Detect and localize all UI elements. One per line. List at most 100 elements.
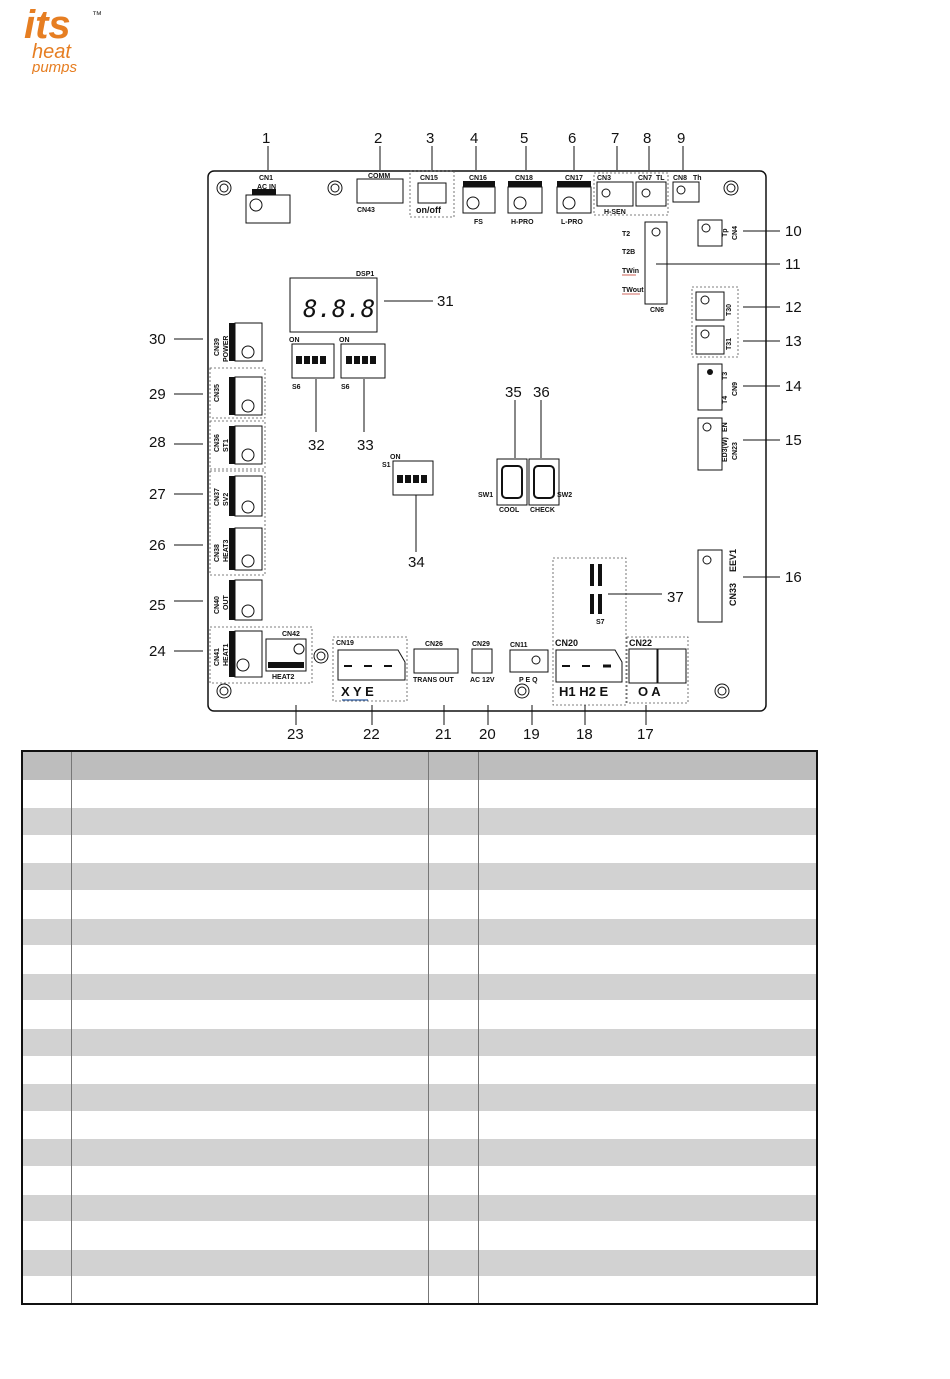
its-logo: its ™ heat pumps bbox=[22, 2, 122, 76]
dip-switch-s6a: ON S6 bbox=[289, 337, 335, 391]
legend-row bbox=[23, 1248, 816, 1277]
svg-text:on/off: on/off bbox=[416, 205, 442, 215]
legend-row bbox=[23, 1166, 816, 1194]
dip-switch-s1: S1 ON bbox=[382, 454, 434, 496]
callout-27: 27 bbox=[149, 486, 166, 503]
legend-row-divider bbox=[23, 1138, 816, 1140]
callout-10: 10 bbox=[785, 223, 802, 240]
callout-37: 37 bbox=[667, 589, 684, 606]
callout-34: 34 bbox=[408, 554, 425, 571]
legend-row bbox=[23, 807, 816, 835]
svg-text:CN18: CN18 bbox=[515, 175, 533, 182]
connector-cn38: CN38 HEAT3 bbox=[214, 527, 263, 571]
callout-12: 12 bbox=[785, 299, 802, 316]
svg-text:H-PRO: H-PRO bbox=[511, 219, 534, 226]
connector-cn19: CN19 X Y E bbox=[332, 636, 408, 702]
svg-text:P E Q: P E Q bbox=[519, 677, 538, 684]
svg-text:CN22: CN22 bbox=[629, 638, 652, 648]
svg-text:CN38: CN38 bbox=[214, 544, 221, 562]
group-cn41-cn42 bbox=[209, 626, 313, 684]
svg-text:ON: ON bbox=[289, 337, 300, 344]
pcb-diagram: .lbl { font-family:"Liberation Sans", sa… bbox=[149, 130, 802, 743]
legend-row-divider bbox=[23, 917, 816, 919]
callout-5: 5 bbox=[520, 130, 528, 147]
svg-text:COMM: COMM bbox=[368, 173, 390, 180]
legend-row bbox=[23, 890, 816, 918]
connector-cn11: CN11 P E Q bbox=[509, 642, 549, 684]
connector-cn43: COMM CN43 bbox=[356, 173, 404, 214]
svg-text:8.8.8: 8.8.8 bbox=[303, 295, 375, 323]
callout-22: 22 bbox=[363, 726, 380, 743]
svg-text:CN7: CN7 bbox=[638, 175, 652, 182]
connector-cn16: CN16 FS bbox=[462, 175, 496, 226]
callout-19: 19 bbox=[523, 726, 540, 743]
connector-cn29: CN29 AC 12V bbox=[470, 641, 495, 684]
svg-text:ON: ON bbox=[339, 337, 350, 344]
callout-4: 4 bbox=[470, 130, 478, 147]
legend-row-divider bbox=[23, 1055, 816, 1057]
legend-row bbox=[23, 834, 816, 863]
callout-14: 14 bbox=[785, 378, 802, 395]
svg-text:H-SEN: H-SEN bbox=[604, 209, 626, 216]
display-dsp1: DSP1 8.8.8 bbox=[289, 271, 378, 333]
mounting-holes bbox=[216, 180, 739, 699]
legend-row-divider bbox=[23, 862, 816, 864]
svg-text:S6: S6 bbox=[292, 384, 301, 391]
callout-3: 3 bbox=[426, 130, 434, 147]
svg-text:L-PRO: L-PRO bbox=[561, 219, 583, 226]
connector-cn20: CN20 H1 H2 E bbox=[555, 638, 623, 699]
logo-tm: ™ bbox=[92, 10, 102, 21]
legend-row bbox=[23, 972, 816, 1001]
legend-table bbox=[21, 750, 818, 1305]
svg-text:CN17: CN17 bbox=[565, 175, 583, 182]
connector-cn33: CN33 EEV1 bbox=[697, 549, 738, 623]
logo-graphic: its ™ heat pumps bbox=[24, 3, 102, 76]
legend-header-row bbox=[23, 752, 816, 780]
svg-text:TL: TL bbox=[656, 175, 665, 182]
connector-cn42: CN42 HEAT2 bbox=[265, 631, 307, 681]
connector-cn8: CN8 Th bbox=[672, 175, 702, 203]
callout-33: 33 bbox=[357, 437, 374, 454]
svg-text:CN37: CN37 bbox=[214, 488, 221, 506]
svg-text:SW1: SW1 bbox=[478, 492, 493, 499]
legend-row-divider bbox=[23, 1276, 816, 1278]
legend-row-divider bbox=[23, 1028, 816, 1029]
connector-cn17: CN17 L-PRO bbox=[556, 175, 592, 226]
callout-18: 18 bbox=[576, 726, 593, 743]
svg-text:HEAT2: HEAT2 bbox=[272, 674, 295, 681]
callout-16: 16 bbox=[785, 569, 802, 586]
callout-23: 23 bbox=[287, 726, 304, 743]
callout-32: 32 bbox=[308, 437, 325, 454]
svg-text:HEAT3: HEAT3 bbox=[223, 539, 230, 562]
connector-cn9: T3 T4 CN9 bbox=[697, 363, 739, 411]
callout-30: 30 bbox=[149, 331, 166, 348]
svg-text:EEV1: EEV1 bbox=[728, 549, 738, 572]
svg-text:CN19: CN19 bbox=[336, 640, 354, 647]
legend-column-divider bbox=[478, 752, 479, 1303]
button-sw1: SW1 COOL bbox=[478, 458, 528, 514]
callout-11: 11 bbox=[785, 256, 801, 273]
callout-7: 7 bbox=[611, 130, 619, 147]
svg-text:H1 H2 E: H1 H2 E bbox=[559, 684, 608, 699]
legend-row bbox=[23, 917, 816, 946]
callout-8: 8 bbox=[643, 130, 651, 147]
svg-text:S6: S6 bbox=[341, 384, 350, 391]
callout-24: 24 bbox=[149, 643, 166, 660]
legend-row-divider bbox=[23, 1000, 816, 1002]
connector-cn15: CN15 on/off bbox=[409, 170, 455, 218]
callout-36: 36 bbox=[533, 384, 550, 401]
svg-text:CN43: CN43 bbox=[357, 207, 375, 214]
connector-cn35: CN35 bbox=[214, 376, 263, 416]
connector-h-sen: CN3 CN7 TL H-SEN bbox=[593, 172, 669, 216]
dip-switch-s6b: ON S6 bbox=[339, 337, 386, 391]
connector-cn18: CN18 H-PRO bbox=[507, 175, 543, 226]
legend-row-divider bbox=[23, 1166, 816, 1167]
svg-text:T2B: T2B bbox=[622, 249, 635, 256]
legend-row bbox=[23, 779, 816, 808]
button-sw2: SW2 CHECK bbox=[528, 458, 572, 514]
svg-text:T4: T4 bbox=[722, 396, 729, 404]
legend-row bbox=[23, 945, 816, 973]
legend-row bbox=[23, 862, 816, 890]
svg-text:CN15: CN15 bbox=[420, 175, 438, 182]
legend-row bbox=[23, 1083, 816, 1111]
